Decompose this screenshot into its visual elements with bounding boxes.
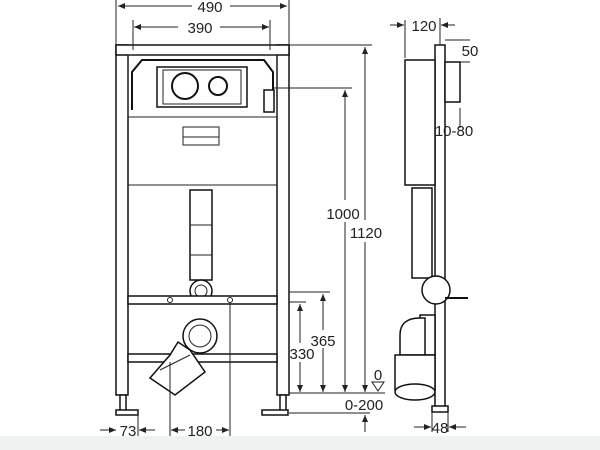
dim-foot-depth: 48 <box>432 420 449 437</box>
dim-foot-adjust: 0-200 <box>345 397 383 414</box>
dim-inner-width: 390 <box>187 20 212 37</box>
dim-plate-offset: 50 <box>462 43 479 60</box>
dim-outlet-spacing: 180 <box>187 423 212 440</box>
footer-strip <box>0 436 600 450</box>
dim-total-height: 1120 <box>350 225 382 242</box>
dim-rail-height: 365 <box>310 333 335 350</box>
dim-wall-range: 10-80 <box>435 123 473 140</box>
dim-foot-offset: 73 <box>120 423 137 440</box>
front-dimensions <box>100 0 385 436</box>
cistern-panel <box>127 54 278 118</box>
logo-plate <box>182 126 220 146</box>
rail-and-outlet <box>127 295 278 396</box>
dim-depth: 120 <box>411 18 436 35</box>
drain-pipe <box>189 189 213 303</box>
dim-outlet-height: 330 <box>289 346 314 363</box>
front-frame <box>115 44 290 416</box>
dim-total-width: 490 <box>197 0 222 16</box>
side-view <box>390 18 470 432</box>
dim-flush-height: 1000 <box>326 206 359 223</box>
dim-floor-ref: 0 <box>374 367 382 384</box>
